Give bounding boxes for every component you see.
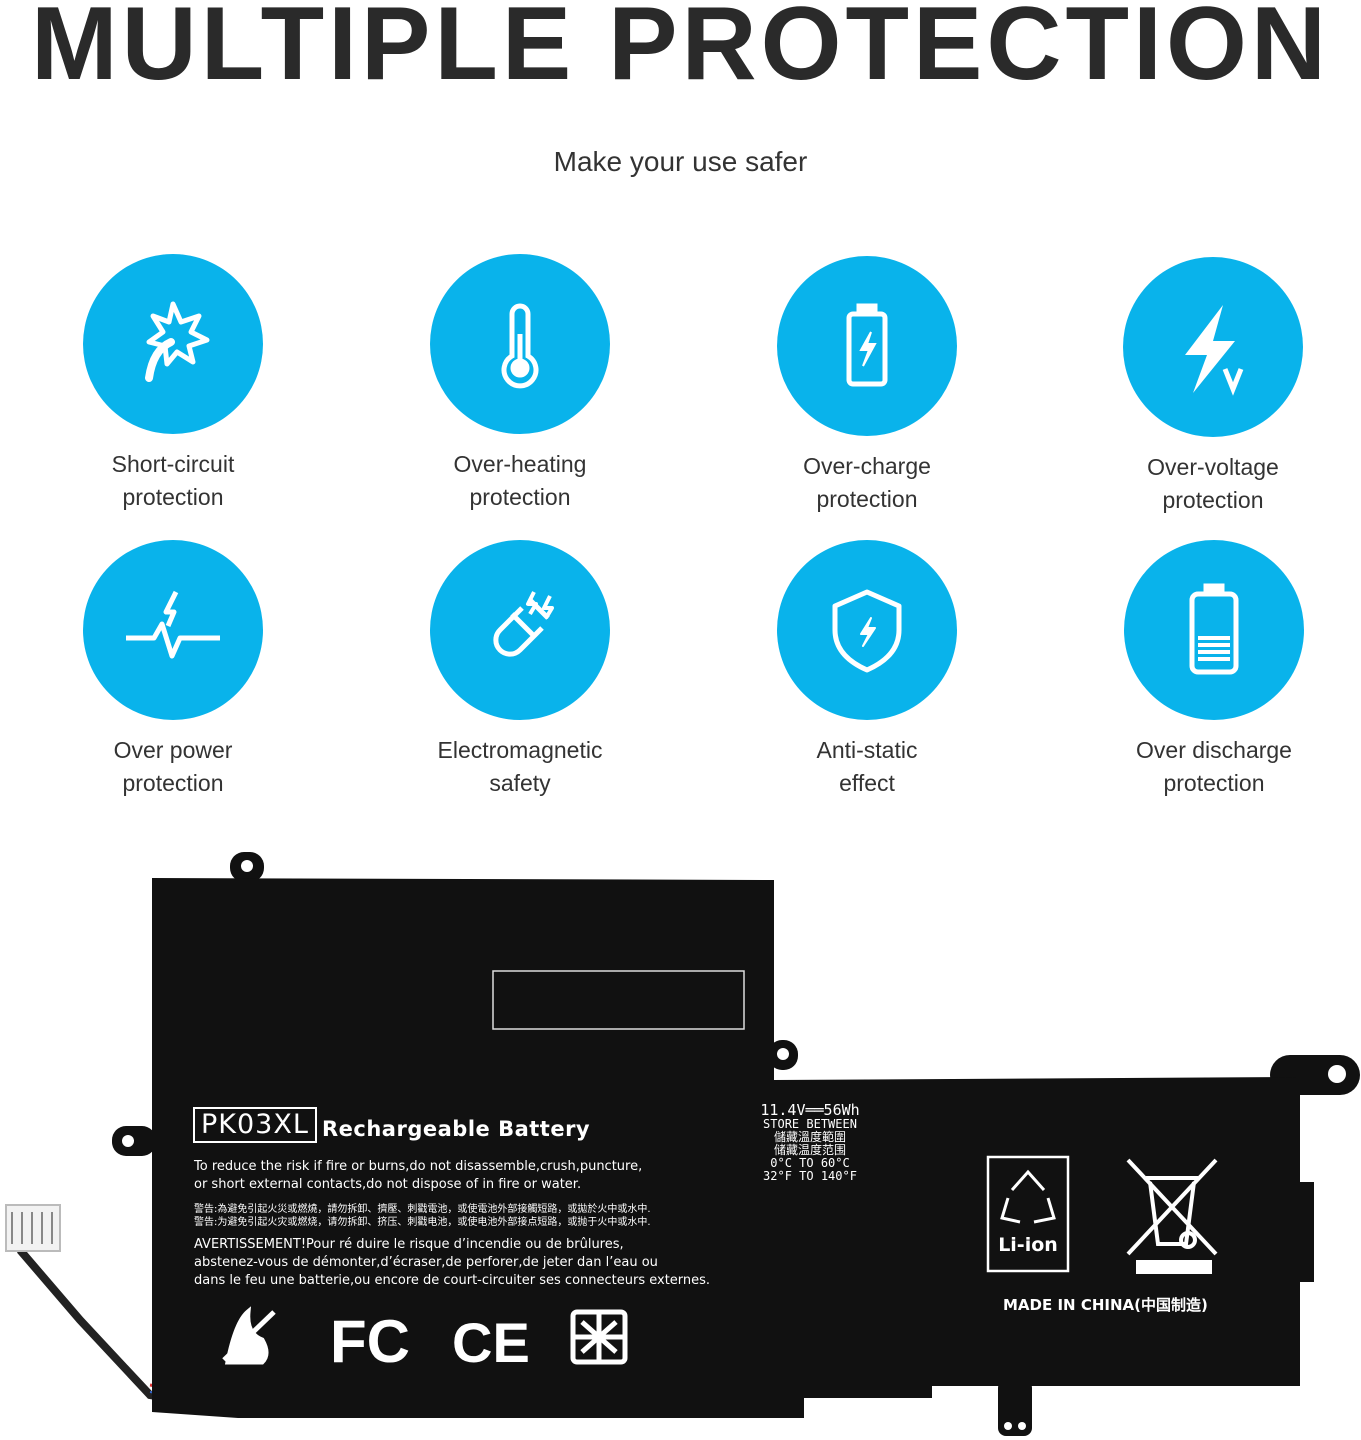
feature-label-line1: Over-voltage [1147,454,1279,480]
warning-en-line2: or short external contacts,do not dispos… [194,1177,582,1192]
lightning-voltage-icon [1123,257,1303,437]
feature-over-charge: Over-charge protection [737,256,997,516]
battery-charge-icon [777,256,957,436]
svg-text:CE: CE [452,1311,530,1374]
feature-label-line1: Over power [113,737,233,763]
battery-level-icon [1124,540,1304,720]
svg-text:FC: FC [330,1308,410,1375]
warning-tw: 警告:為避免引起火災或燃燒，請勿拆卸、擠壓、刺戳電池，或使電池外部接觸短路，或拋… [194,1204,651,1215]
feature-label-line2: protection [469,484,571,510]
store-line5: 32°F TO 140°F [763,1169,857,1183]
feature-label-line2: safety [489,770,551,796]
page-subtitle: Make your use safer [553,146,808,177]
feature-over-power: Over power protection [43,540,303,800]
warning-fr-line2: abstenez-vous de démonter,d’écraser,de p… [194,1255,658,1270]
feature-label-line1: Short-circuit [111,451,235,477]
feature-label-line1: Anti-static [816,737,918,763]
short-circuit-icon [83,254,263,434]
battery-model: PK03XL [193,1107,317,1143]
warning-cn: 警告:为避免引起火灾或燃烧，请勿拆卸、挤压、刺戳电池，或使电池外部接点短路，或抛… [194,1217,651,1228]
magnet-icon [430,540,610,720]
warning-fr-line1: AVERTISSEMENT!Pour ré duire le risque d’… [194,1237,624,1252]
feature-over-heating: Over-heating protection [390,254,650,514]
feature-anti-static: Anti-static effect [737,540,997,800]
feature-label-line1: Over discharge [1136,737,1292,763]
recycle-li-ion-label: Li-ion [998,1234,1058,1256]
made-in-label: MADE IN CHINA(中国制造) [1003,1296,1208,1314]
feature-label-line1: Over-charge [803,453,931,479]
feature-label-line1: Electromagnetic [437,737,603,763]
feature-short-circuit: Short-circuit protection [43,254,303,514]
battery-rating: 11.4V══56Wh [760,1101,860,1119]
feature-label-line2: protection [816,486,918,512]
feature-label-line1: Over-heating [453,451,587,477]
store-line1: STORE BETWEEN [763,1117,857,1131]
store-line2: 儲藏溫度範圍 [773,1130,846,1144]
warning-en-line1: To reduce the risk if fire or burns,do n… [194,1159,643,1174]
feature-electromagnetic: Electromagnetic safety [390,540,650,800]
power-pulse-icon [83,540,263,720]
page-title: MULTIPLE PROTECTION [31,0,1330,102]
battery-type-label: Rechargeable Battery [322,1117,591,1141]
feature-over-voltage: Over-voltage protection [1083,257,1343,517]
feature-label-line2: protection [122,770,224,796]
warning-fr-line3: dans le feu une batterie,ou encore de co… [194,1273,711,1288]
feature-label-line2: effect [839,770,895,796]
store-line3: 储藏温度范围 [773,1143,846,1157]
feature-over-discharge: Over discharge protection [1084,540,1344,800]
shield-icon [777,540,957,720]
feature-label-line2: protection [1163,770,1265,796]
battery-illustration: FC CE [5,852,1360,1436]
store-line4: 0°C TO 60°C [770,1156,850,1170]
feature-label-line2: protection [1162,487,1264,513]
thermometer-icon [430,254,610,434]
feature-label-line2: protection [122,484,224,510]
